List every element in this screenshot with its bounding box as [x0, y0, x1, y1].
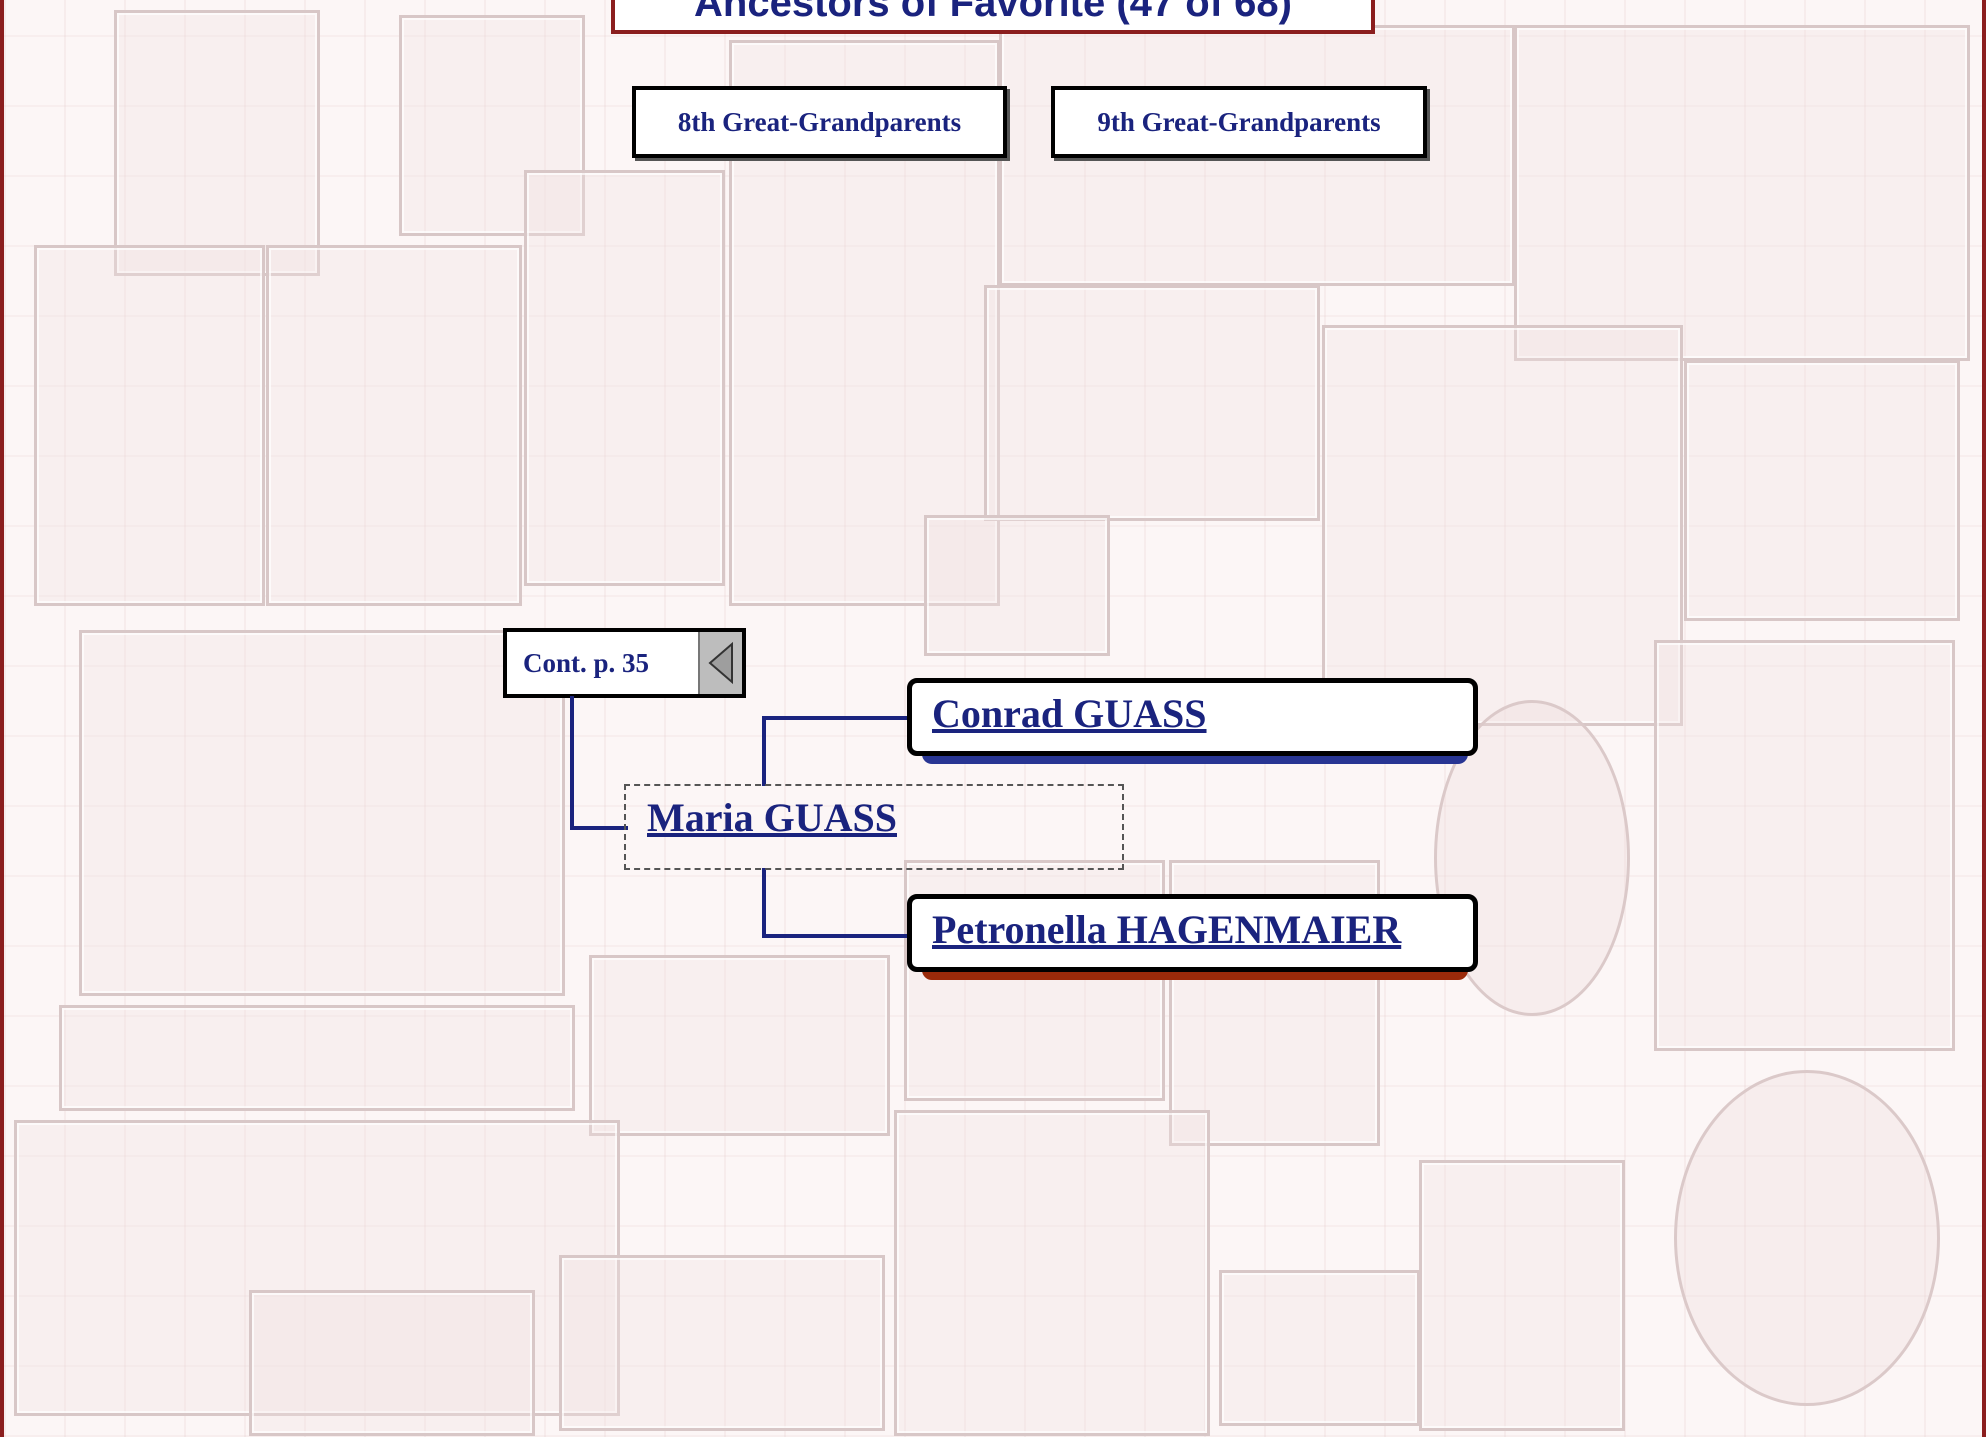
- subject-person-link[interactable]: Maria GUASS: [647, 794, 897, 841]
- page-title-text: Ancestors of Favorite (47 of 68): [694, 0, 1292, 25]
- background-photo: [1419, 1160, 1625, 1431]
- left-triangle-icon[interactable]: [698, 632, 742, 694]
- background-photo: [34, 245, 265, 606]
- background-photo: [894, 1110, 1210, 1436]
- background-photo: [524, 170, 725, 586]
- gen-9-label: 9th Great-Grandparents: [1097, 107, 1380, 138]
- background-photo: [114, 10, 320, 276]
- connector-line: [570, 696, 574, 830]
- connector-line: [762, 716, 912, 720]
- mother-person-link[interactable]: Petronella HAGENMAIER: [932, 906, 1401, 953]
- background-photo: [984, 285, 1320, 521]
- background-oval-portrait: [1674, 1070, 1940, 1406]
- continuation-label: Cont. p. 35: [507, 648, 698, 679]
- father-person-link[interactable]: Conrad GUASS: [932, 690, 1207, 737]
- connector-line: [762, 934, 912, 938]
- background-photo: [559, 1255, 885, 1431]
- background-photo: [1322, 325, 1683, 726]
- continuation-link[interactable]: Cont. p. 35: [503, 628, 746, 698]
- page-title: Ancestors of Favorite (47 of 68): [611, 0, 1375, 34]
- background-photo: [266, 245, 522, 606]
- connector-line: [570, 826, 628, 830]
- background-photo: [1219, 1270, 1420, 1426]
- background-photo: [924, 515, 1110, 656]
- background-photo: [589, 955, 890, 1136]
- background-photo: [1654, 640, 1955, 1051]
- background-photo: [249, 1290, 535, 1436]
- gen-9-button[interactable]: 9th Great-Grandparents: [1051, 86, 1427, 158]
- background-photo: [1514, 25, 1970, 361]
- gen-8-button[interactable]: 8th Great-Grandparents: [632, 86, 1007, 158]
- background-photo: [79, 630, 565, 996]
- background-photo: [59, 1005, 575, 1111]
- connector-line: [762, 716, 766, 786]
- gen-8-label: 8th Great-Grandparents: [678, 107, 961, 138]
- background-photo: [1684, 360, 1960, 621]
- connector-line: [762, 868, 766, 938]
